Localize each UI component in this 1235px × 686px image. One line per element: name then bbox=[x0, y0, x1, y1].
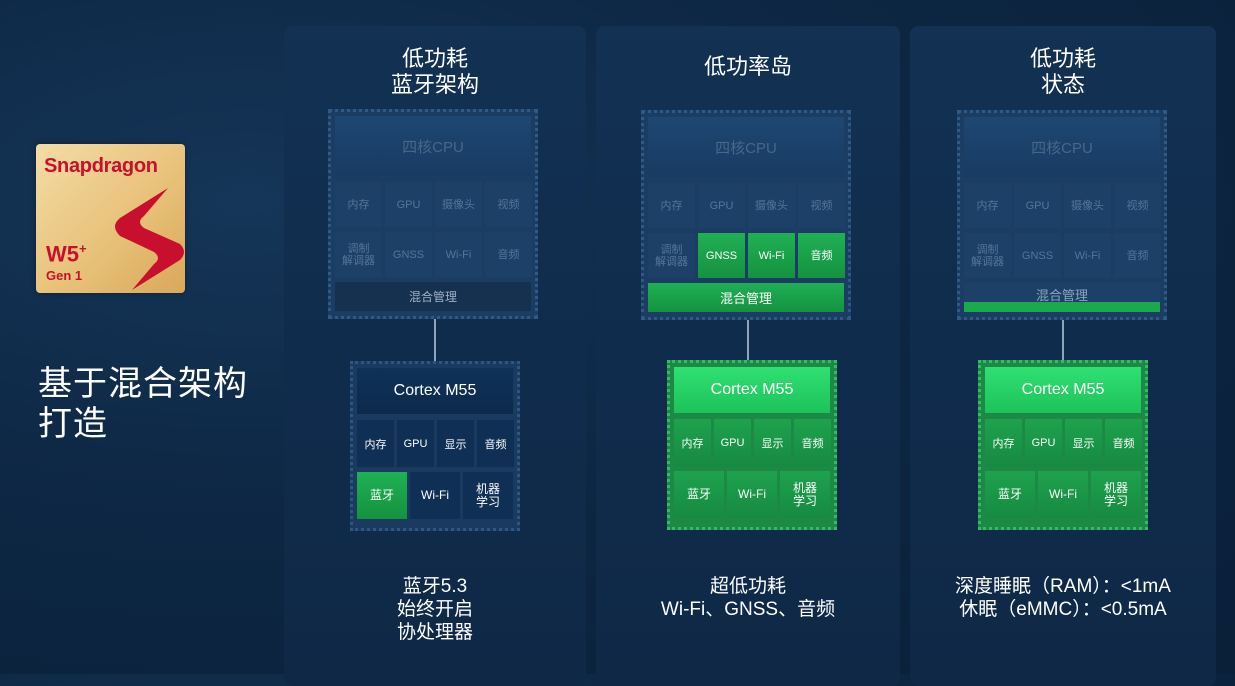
m55-cell: 蓝牙 bbox=[674, 471, 724, 518]
m55-cell: 音频 bbox=[794, 419, 831, 466]
soc-cell: GNSS bbox=[698, 233, 745, 278]
soc-cell: 视频 bbox=[1114, 183, 1161, 228]
soc-cell: 摄像头 bbox=[1064, 183, 1111, 228]
connector-line bbox=[747, 320, 749, 360]
panel-title: 低功耗 蓝牙架构 bbox=[284, 46, 586, 98]
soc-cpu: 四核CPU bbox=[335, 116, 531, 176]
m55-core: Cortex M55 bbox=[357, 368, 513, 414]
soc-cell: Wi-Fi bbox=[1064, 233, 1111, 278]
soc-cell: 摄像头 bbox=[748, 183, 795, 228]
m55-cell: Wi-Fi bbox=[410, 472, 460, 519]
m55-cell: 内存 bbox=[674, 419, 711, 466]
soc-cell: 调制 解调器 bbox=[964, 233, 1011, 278]
snapdragon-logo: Snapdragon W5+ Gen 1 bbox=[36, 144, 185, 293]
footer-line2: Wi-Fi、GNSS、音频 bbox=[660, 599, 836, 620]
footer-line3: 协处理器 bbox=[396, 622, 473, 643]
panel-title-line2: 状态 bbox=[1040, 72, 1085, 97]
logo-gen: Gen 1 bbox=[46, 268, 83, 283]
soc-mix-management: 混合管理 bbox=[964, 283, 1160, 312]
soc-cell: 调制 解调器 bbox=[648, 233, 695, 278]
soc-mix-management: 混合管理 bbox=[648, 283, 844, 312]
m55-cell: 机器 学习 bbox=[780, 471, 830, 518]
soc-cell: GNSS bbox=[1014, 233, 1061, 278]
m55-cell: Wi-Fi bbox=[727, 471, 777, 518]
soc-cell: 音频 bbox=[1114, 233, 1161, 278]
m55-cell: 蓝牙 bbox=[985, 471, 1035, 518]
soc-cell: 内存 bbox=[335, 182, 382, 227]
panel-title-line1: 低功率岛 bbox=[703, 54, 792, 79]
soc-cell: 摄像头 bbox=[435, 182, 482, 227]
m55-core: Cortex M55 bbox=[674, 367, 830, 413]
m55-cell: 内存 bbox=[985, 419, 1022, 466]
mix-power-bar bbox=[964, 302, 1160, 312]
panel-title-line1: 低功耗 bbox=[1029, 46, 1096, 71]
soc-cpu: 四核CPU bbox=[964, 117, 1160, 177]
m55-cell: 音频 bbox=[477, 420, 514, 467]
m55-cell: GPU bbox=[714, 419, 751, 466]
connector-line bbox=[434, 319, 436, 361]
panel-footer: 超低功耗 Wi-Fi、GNSS、音频 bbox=[596, 575, 900, 621]
logo-brand: Snapdragon bbox=[44, 155, 158, 177]
snapdragon-s-icon bbox=[115, 188, 184, 290]
soc-cell: 内存 bbox=[648, 183, 695, 228]
soc-cell: 音频 bbox=[798, 233, 845, 278]
soc-cell: GPU bbox=[385, 182, 432, 227]
m55-cell: GPU bbox=[1025, 419, 1062, 466]
soc-cell: GPU bbox=[1014, 183, 1061, 228]
m55-cell: GPU bbox=[397, 420, 434, 467]
panel-title-line2: 蓝牙架构 bbox=[390, 72, 479, 97]
m55-cell: 显示 bbox=[754, 419, 791, 466]
headline-line2: 打造 bbox=[38, 405, 108, 443]
soc-cell: 音频 bbox=[485, 232, 532, 277]
soc-cell: 视频 bbox=[485, 182, 532, 227]
panel-title-line1: 低功耗 bbox=[401, 46, 468, 71]
connector-line bbox=[1062, 320, 1064, 360]
panel-title: 低功耗 状态 bbox=[910, 46, 1216, 98]
m55-cell: 显示 bbox=[437, 420, 474, 467]
m55-cell: 机器 学习 bbox=[1091, 471, 1141, 518]
logo-model: W5+ bbox=[46, 241, 87, 267]
soc-cell: 视频 bbox=[798, 183, 845, 228]
soc-mix-management: 混合管理 bbox=[335, 282, 531, 311]
footer-line2: 休眠（eMMC）：<0.5mA bbox=[959, 599, 1167, 620]
headline: 基于混合架构 打造 bbox=[38, 364, 248, 444]
soc-cell: GPU bbox=[698, 183, 745, 228]
footer-line1: 深度睡眠（RAM）：<1mA bbox=[955, 576, 1171, 597]
headline-line1: 基于混合架构 bbox=[38, 365, 248, 403]
m55-cell: 显示 bbox=[1065, 419, 1102, 466]
soc-cell: 调制 解调器 bbox=[335, 232, 382, 277]
m55-core: Cortex M55 bbox=[985, 367, 1141, 413]
panel-footer: 深度睡眠（RAM）：<1mA 休眠（eMMC）：<0.5mA bbox=[910, 575, 1216, 621]
footer-line1: 蓝牙5.3 bbox=[402, 576, 468, 597]
m55-cell: 机器 学习 bbox=[463, 472, 513, 519]
soc-cell: Wi-Fi bbox=[435, 232, 482, 277]
m55-cell: 蓝牙 bbox=[357, 472, 407, 519]
soc-cpu: 四核CPU bbox=[648, 117, 844, 177]
panel-footer: 蓝牙5.3 始终开启 协处理器 bbox=[284, 575, 586, 644]
soc-cell: 内存 bbox=[964, 183, 1011, 228]
footer-line2: 始终开启 bbox=[396, 599, 473, 620]
m55-cell: 音频 bbox=[1105, 419, 1142, 466]
footer-line1: 超低功耗 bbox=[709, 576, 786, 597]
soc-cell: GNSS bbox=[385, 232, 432, 277]
soc-cell: Wi-Fi bbox=[748, 233, 795, 278]
m55-cell: 内存 bbox=[357, 420, 394, 467]
panel-title: 低功率岛 bbox=[596, 54, 900, 80]
m55-cell: Wi-Fi bbox=[1038, 471, 1088, 518]
